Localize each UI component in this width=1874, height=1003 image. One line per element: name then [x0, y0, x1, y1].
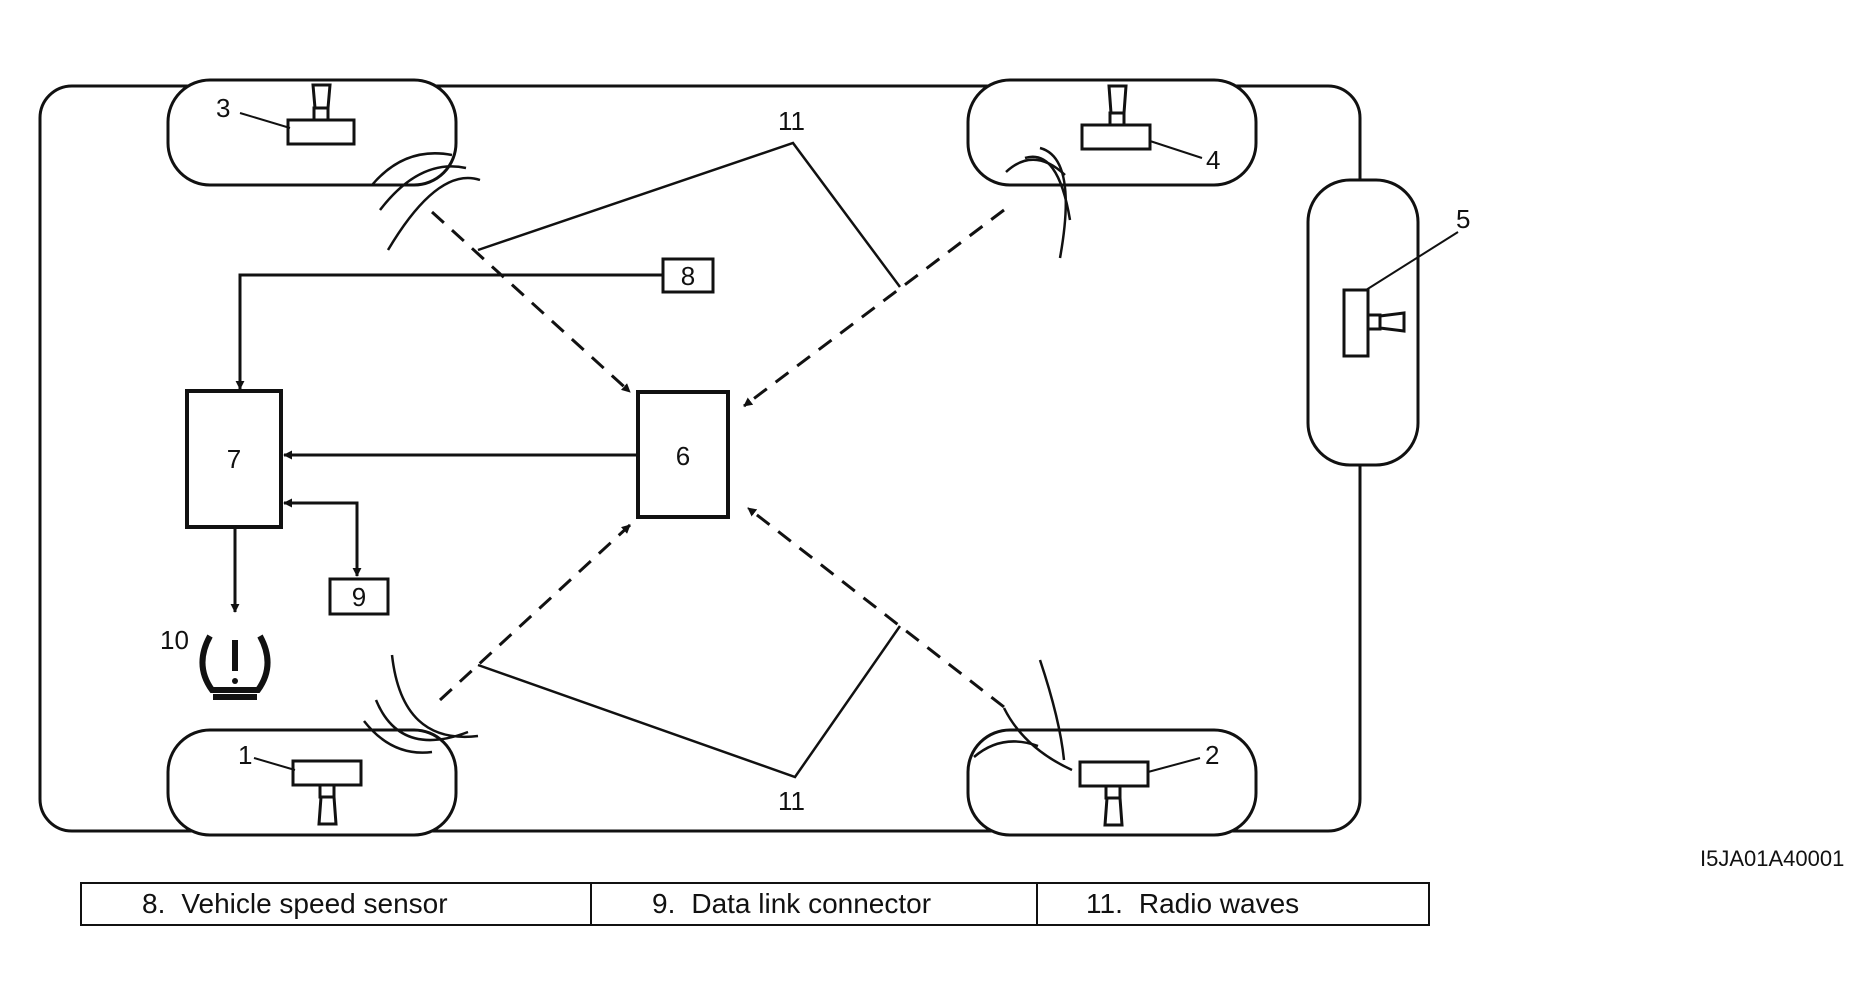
radio-waves-leader-top	[477, 141, 902, 288]
tire-pressure-sensor-icon	[291, 759, 363, 826]
tire-pressure-sensor-icon	[1078, 760, 1150, 827]
label-speed-sensor: 8	[681, 261, 695, 291]
legend-table: 8. Vehicle speed sensor 9. Data link con…	[80, 882, 1430, 926]
radio-waves-leader-bottom	[477, 625, 902, 779]
wheel-rear-right: 2	[966, 728, 1258, 837]
legend-number: 11.	[1086, 888, 1123, 919]
legend-cell: 8. Vehicle speed sensor	[82, 884, 592, 924]
label-radio-waves-top: 11	[778, 106, 805, 136]
wheel-front-right: 4	[966, 78, 1258, 187]
controller-box	[185, 389, 283, 529]
tire-pressure-sensor-icon	[1342, 288, 1406, 358]
label-sensor-1: 1	[238, 740, 252, 770]
wheel-rear-left: 1	[166, 728, 458, 837]
legend-cell: 11. Radio waves	[1038, 884, 1428, 924]
tire-pressure-warning-icon	[199, 634, 271, 700]
legend-cell: 9. Data link connector	[592, 884, 1038, 924]
label-sensor-5: 5	[1456, 204, 1470, 234]
tire-pressure-sensor-icon	[286, 83, 356, 146]
signal-connections	[230, 273, 663, 613]
label-warning-light: 10	[160, 625, 189, 655]
tire-pressure-sensor-icon	[1080, 84, 1152, 151]
label-receiver: 6	[676, 441, 690, 471]
figure-code: I5JA01A40001	[1700, 846, 1845, 871]
label-radio-waves-bottom: 11	[778, 786, 805, 816]
data-link-connector-box	[328, 577, 390, 616]
legend-text: Radio waves	[1138, 888, 1300, 919]
spare-wheel: 5	[1306, 178, 1470, 467]
legend-text: Vehicle speed sensor	[181, 888, 448, 919]
wheel-front-left: 3	[166, 78, 458, 187]
label-sensor-3: 3	[216, 93, 230, 123]
label-data-link: 9	[352, 582, 366, 612]
label-sensor-4: 4	[1206, 145, 1220, 175]
legend-number: 8.	[142, 888, 166, 919]
label-controller: 7	[227, 444, 241, 474]
legend-number: 9.	[652, 888, 676, 919]
radio-wave-arcs	[363, 146, 1073, 772]
speed-sensor-box	[661, 257, 715, 294]
label-sensor-2: 2	[1205, 740, 1219, 770]
radio-wave-paths	[430, 208, 1005, 709]
legend-text: Data link connector	[691, 888, 932, 919]
